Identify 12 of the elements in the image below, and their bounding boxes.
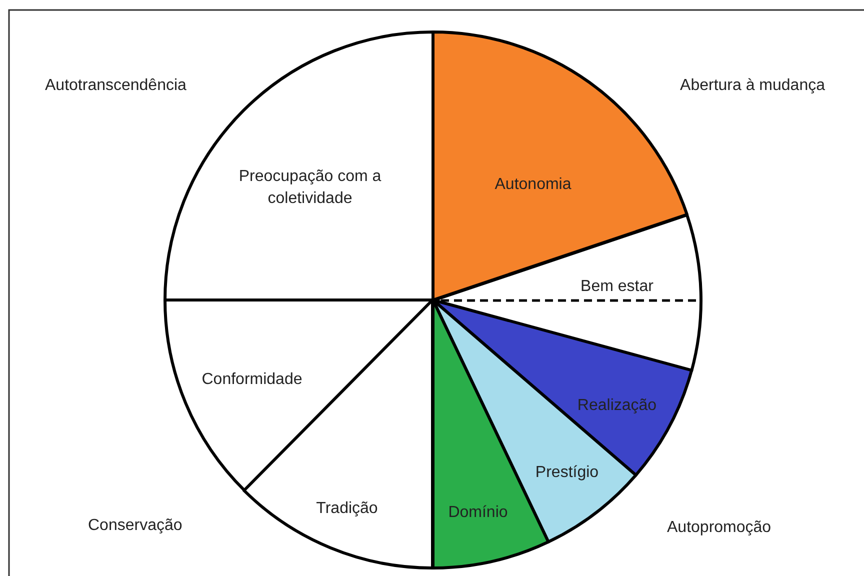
slice-label: Realização xyxy=(576,396,658,416)
slice-label: Tradição xyxy=(315,499,379,519)
group-label: Abertura à mudança xyxy=(680,77,825,95)
slice-label: Prestígio xyxy=(534,463,600,483)
group-label: Autopromoção xyxy=(667,519,772,537)
slice-label: Preocupação com a coletividade xyxy=(238,167,382,209)
slice-label: Bem estar xyxy=(580,276,654,297)
slice-label: Autonomia xyxy=(494,175,572,195)
slice-label: Domínio xyxy=(447,503,509,523)
group-label: Conservação xyxy=(88,517,182,535)
slice-label: Conformidade xyxy=(200,370,304,390)
group-label: Autotranscendência xyxy=(45,77,186,95)
